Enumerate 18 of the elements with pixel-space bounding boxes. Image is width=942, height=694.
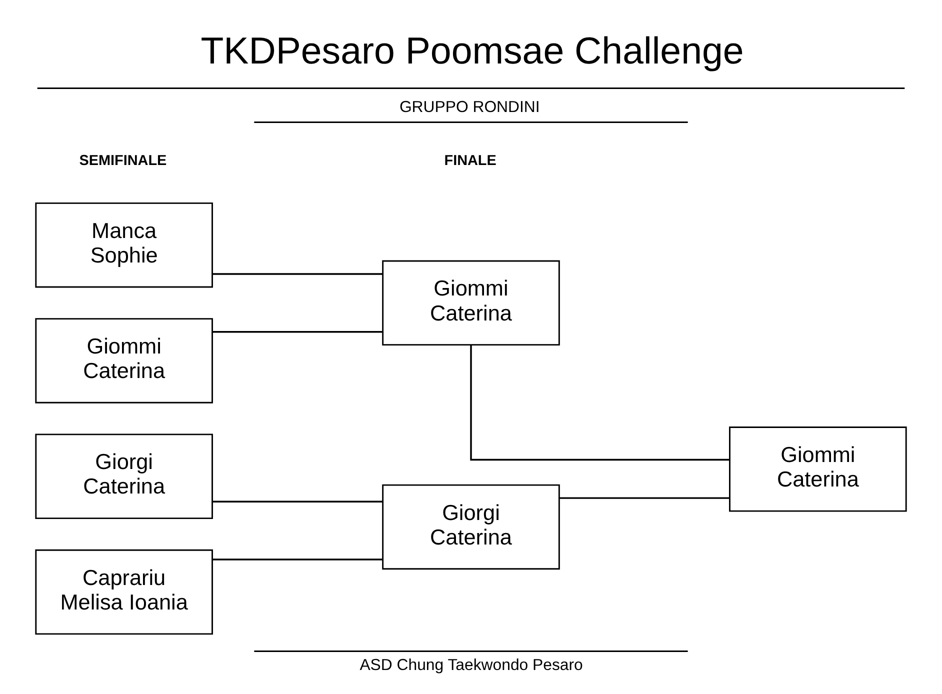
node-box: Giommi Caterina	[382, 260, 560, 346]
node-box: Caprariu Melisa Ioania	[35, 549, 213, 635]
node-box: Giorgi Caterina	[35, 434, 213, 520]
connector	[559, 497, 730, 499]
connector	[212, 500, 383, 503]
label: ASD Chung Taekwondo Pesaro	[360, 656, 583, 674]
node-box: Giommi Caterina	[35, 318, 213, 404]
node-box: Giommi Caterina	[729, 426, 907, 512]
connector	[212, 558, 383, 560]
label: SEMIFINALE	[79, 152, 167, 169]
connector	[470, 344, 730, 461]
diagram-title: TKDPesaro Poomsae Challenge	[200, 29, 744, 72]
connector	[212, 273, 383, 275]
node-box: Giorgi Caterina	[382, 484, 560, 570]
label: GRUPPO RONDINI	[399, 98, 540, 116]
node-box: Manca Sophie	[35, 202, 213, 288]
label: FINALE	[444, 152, 496, 169]
connector	[212, 330, 383, 333]
